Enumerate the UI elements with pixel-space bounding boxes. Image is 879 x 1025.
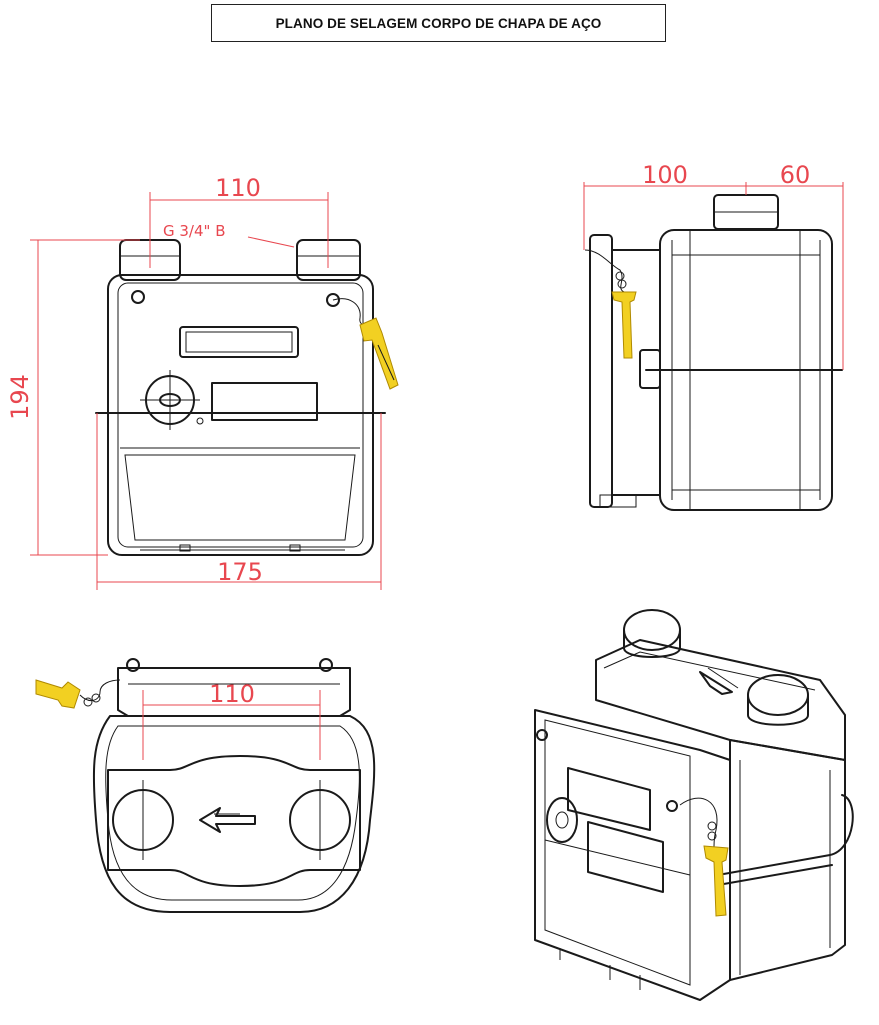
iso-flow-arrow-icon (699, 671, 733, 695)
top-body (92, 715, 376, 913)
side-left-dimension-label: 100 (642, 161, 688, 189)
front-width-bottom-label: 175 (217, 558, 263, 586)
side-yellow-seal-icon (611, 291, 637, 359)
top-view: 110 (35, 658, 376, 913)
iso-strap (717, 794, 854, 876)
top-seal-wire (79, 679, 121, 702)
front-height-label: 194 (6, 374, 34, 420)
top-yellow-seal-icon (35, 679, 81, 709)
label-window (211, 382, 318, 421)
iso-top-surface (595, 639, 846, 761)
isometric-view (534, 609, 854, 1001)
iso-display-window (567, 767, 651, 831)
front-view: 110 G 3/4" B 194 175 (6, 174, 399, 590)
side-view: 100 60 (583, 161, 844, 511)
side-right-dimension-label: 60 (780, 161, 811, 189)
top-width-label: 110 (209, 680, 255, 708)
top-center-panel (107, 755, 361, 887)
thread-size-label: G 3/4" B (163, 222, 226, 240)
meter-body (107, 274, 374, 556)
side-front-cover (589, 234, 613, 508)
drawing-title: PLANO DE SELAGEM CORPO DE CHAPA DE AÇO (211, 4, 666, 42)
iso-side-body (729, 739, 846, 981)
iso-label-window (587, 821, 664, 893)
flow-arrow-icon (199, 807, 256, 833)
iso-right-cap (747, 674, 809, 716)
yellow-seal-icon (359, 317, 399, 390)
front-width-top-label: 110 (215, 174, 261, 202)
iso-yellow-seal-icon (703, 845, 729, 917)
iso-front-cover (534, 709, 731, 1001)
iso-dial-icon (546, 797, 578, 843)
display-window (179, 326, 299, 358)
